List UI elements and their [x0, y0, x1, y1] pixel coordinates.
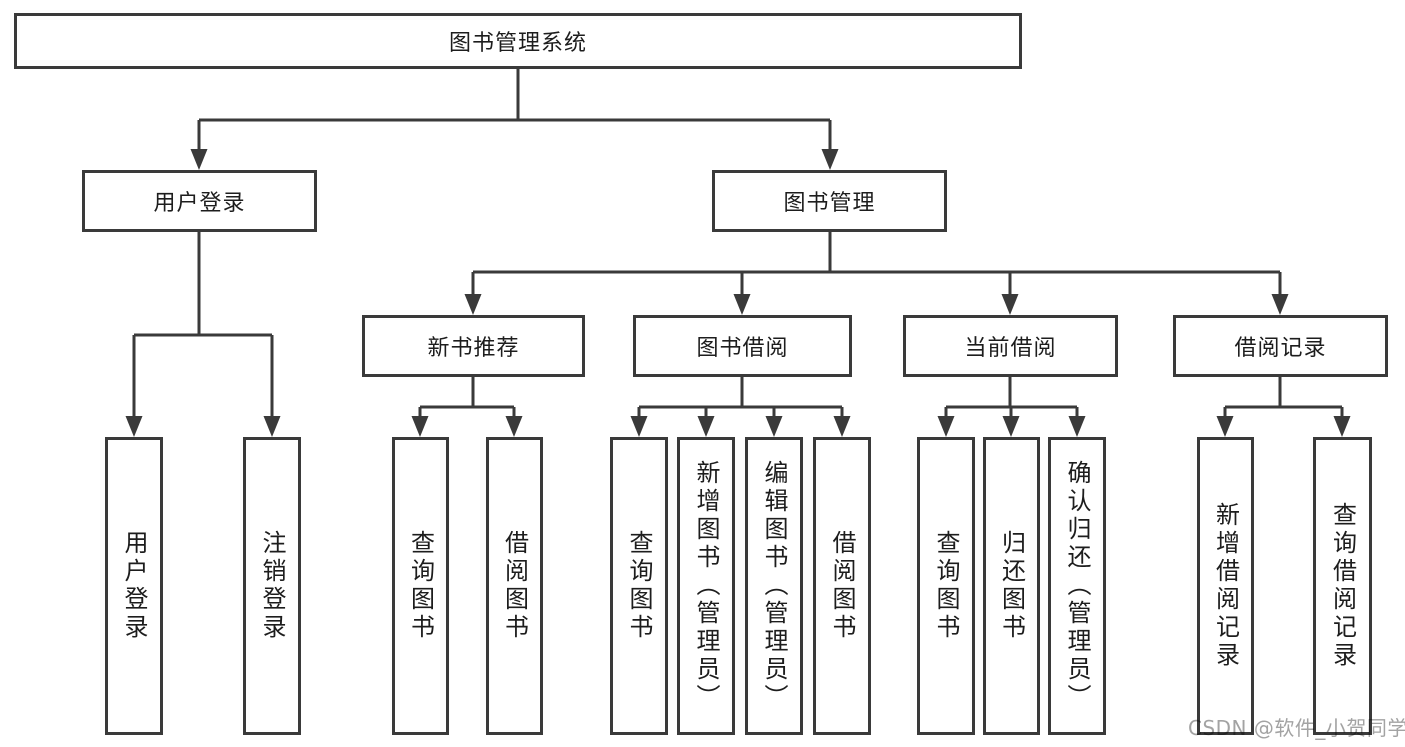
leaf-add-book-admin-label: 新增图书（管理员） — [692, 460, 720, 712]
node-book-borrow: 图书借阅 — [633, 315, 852, 377]
leaf-query-borrow-record: 查询借阅记录 — [1313, 437, 1372, 735]
leaf-query-book-2: 查询图书 — [610, 437, 668, 735]
leaf-edit-book-admin-label: 编辑图书（管理员） — [760, 460, 788, 712]
node-new-book-recommend: 新书推荐 — [362, 315, 585, 377]
node-current-borrow-label: 当前借阅 — [964, 336, 1057, 361]
arrowhead — [411, 416, 429, 437]
arrowhead — [630, 416, 648, 437]
arrowhead — [1002, 416, 1020, 437]
node-user-login-label: 用户登录 — [153, 191, 246, 216]
arrowhead — [1333, 416, 1351, 437]
leaf-logout: 注销登录 — [243, 437, 301, 735]
leaf-user-login: 用户登录 — [105, 437, 163, 735]
arrowhead — [765, 416, 783, 437]
arrowhead — [464, 294, 482, 315]
arrowhead — [833, 416, 851, 437]
leaf-query-book-2-label: 查询图书 — [625, 530, 653, 642]
node-user-login: 用户登录 — [82, 170, 317, 232]
node-borrow-records-label: 借阅记录 — [1234, 336, 1327, 361]
leaf-return-book-label: 归还图书 — [997, 530, 1026, 642]
arrowheads — [125, 149, 1351, 437]
node-book-management: 图书管理 — [712, 170, 947, 232]
arrowhead — [733, 294, 751, 315]
arrowhead — [1068, 416, 1086, 437]
connector-lines — [132, 69, 1344, 419]
arrowhead — [263, 416, 281, 437]
node-borrow-records: 借阅记录 — [1173, 315, 1388, 377]
leaf-edit-book-admin: 编辑图书（管理员） — [745, 437, 803, 735]
arrowhead — [697, 416, 715, 437]
connector-path — [132, 69, 1344, 419]
leaf-query-book-3: 查询图书 — [917, 437, 975, 735]
arrowhead — [125, 416, 143, 437]
leaf-add-borrow-record-label: 新增借阅记录 — [1211, 502, 1240, 670]
node-root: 图书管理系统 — [14, 13, 1022, 69]
leaf-borrow-book-2: 借阅图书 — [813, 437, 871, 735]
leaf-confirm-return-admin-label: 确认归还（管理员） — [1063, 460, 1091, 712]
leaf-borrow-book-1-label: 借阅图书 — [500, 530, 529, 642]
leaf-add-borrow-record: 新增借阅记录 — [1197, 437, 1254, 735]
arrowhead — [190, 149, 208, 170]
leaf-logout-label: 注销登录 — [258, 530, 286, 642]
arrowhead — [1216, 416, 1234, 437]
leaf-confirm-return-admin: 确认归还（管理员） — [1048, 437, 1106, 735]
leaf-query-borrow-record-label: 查询借阅记录 — [1328, 502, 1357, 670]
leaf-return-book: 归还图书 — [983, 437, 1040, 735]
leaf-query-book-3-label: 查询图书 — [932, 530, 960, 642]
watermark-text: CSDN @软件_小贺同学 — [1188, 716, 1405, 740]
leaf-query-book-1: 查询图书 — [392, 437, 449, 735]
leaf-add-book-admin: 新增图书（管理员） — [677, 437, 735, 735]
node-current-borrow: 当前借阅 — [903, 315, 1118, 377]
arrowhead — [505, 416, 523, 437]
node-book-borrow-label: 图书借阅 — [696, 336, 789, 361]
leaf-borrow-book-1: 借阅图书 — [486, 437, 543, 735]
arrowhead — [1001, 294, 1019, 315]
leaf-user-login-label: 用户登录 — [120, 530, 148, 642]
node-root-label: 图书管理系统 — [448, 31, 587, 56]
arrowhead — [821, 149, 839, 170]
leaf-query-book-1-label: 查询图书 — [406, 530, 435, 642]
node-new-book-recommend-label: 新书推荐 — [427, 336, 520, 361]
leaf-borrow-book-2-label: 借阅图书 — [828, 530, 856, 642]
arrowhead — [937, 416, 955, 437]
arrowhead — [1271, 294, 1289, 315]
node-book-management-label: 图书管理 — [783, 191, 876, 216]
